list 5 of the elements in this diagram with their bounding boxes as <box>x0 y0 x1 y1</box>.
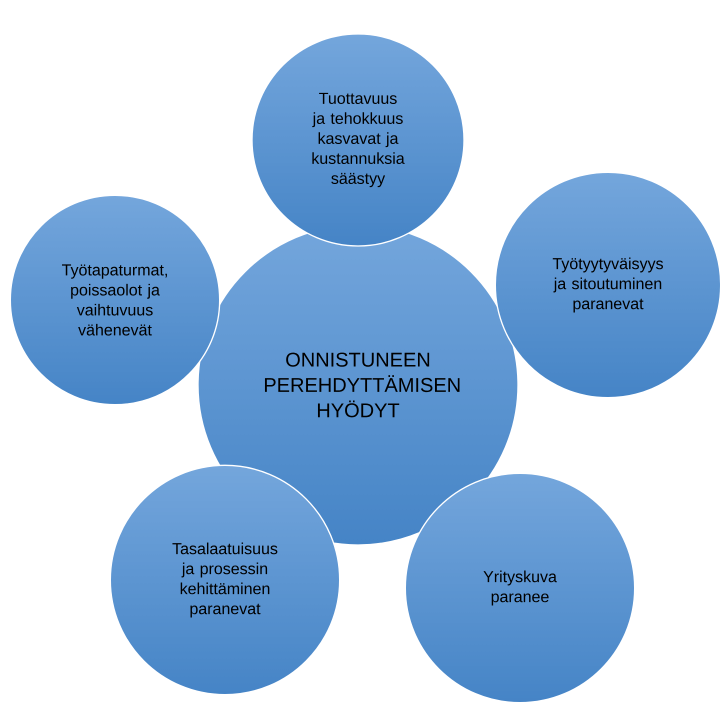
circle-node: Työtyytyväisyys ja sitoutuminen paranevat <box>494 172 720 398</box>
circle-node: Yrityskuva paranee <box>404 472 636 702</box>
circle-node: Tasalaatuisuus ja prosessin kehittäminen paranevat <box>110 464 340 696</box>
circle-node: Tuottavuus ja tehokkuus kasvavat ja kustannuksia säästyy <box>251 33 465 247</box>
circle-node: Työtapaturmat, poissaolot ja vaihtuvuus vähenevät <box>10 194 220 406</box>
